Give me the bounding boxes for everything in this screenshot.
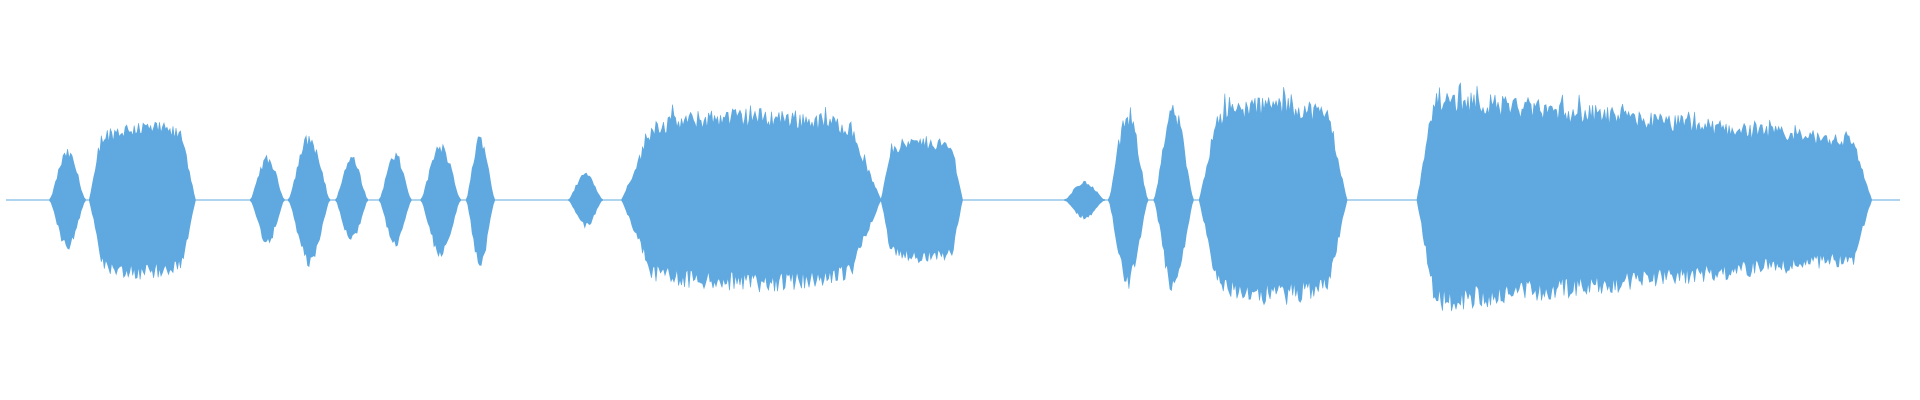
waveform-blob-clip-1-0 <box>49 149 86 250</box>
waveform-blob-clip-4-1 <box>1108 107 1149 289</box>
waveform-blob-clip-5-0 <box>1416 82 1872 312</box>
waveform-blob-clip-3-1 <box>621 104 882 293</box>
waveform-blob-clip-3-0 <box>568 172 603 229</box>
waveform-blob-clip-1-1 <box>89 121 196 280</box>
waveform-blob-clip-2-5 <box>465 136 495 266</box>
waveform-blob-clip-4-3 <box>1198 87 1348 306</box>
waveform-blob-clip-2-0 <box>250 154 285 244</box>
waveform-blob-clip-2-4 <box>420 143 461 258</box>
waveform-blobs <box>49 82 1872 312</box>
waveform-blob-clip-3-2 <box>880 136 963 264</box>
waveform-blob-clip-4-0 <box>1064 180 1105 220</box>
waveform-blob-clip-4-2 <box>1153 104 1194 292</box>
waveform-blob-clip-2-1 <box>287 134 331 268</box>
waveform-blob-clip-2-3 <box>378 152 412 247</box>
waveform-blob-clip-2-2 <box>335 156 369 240</box>
